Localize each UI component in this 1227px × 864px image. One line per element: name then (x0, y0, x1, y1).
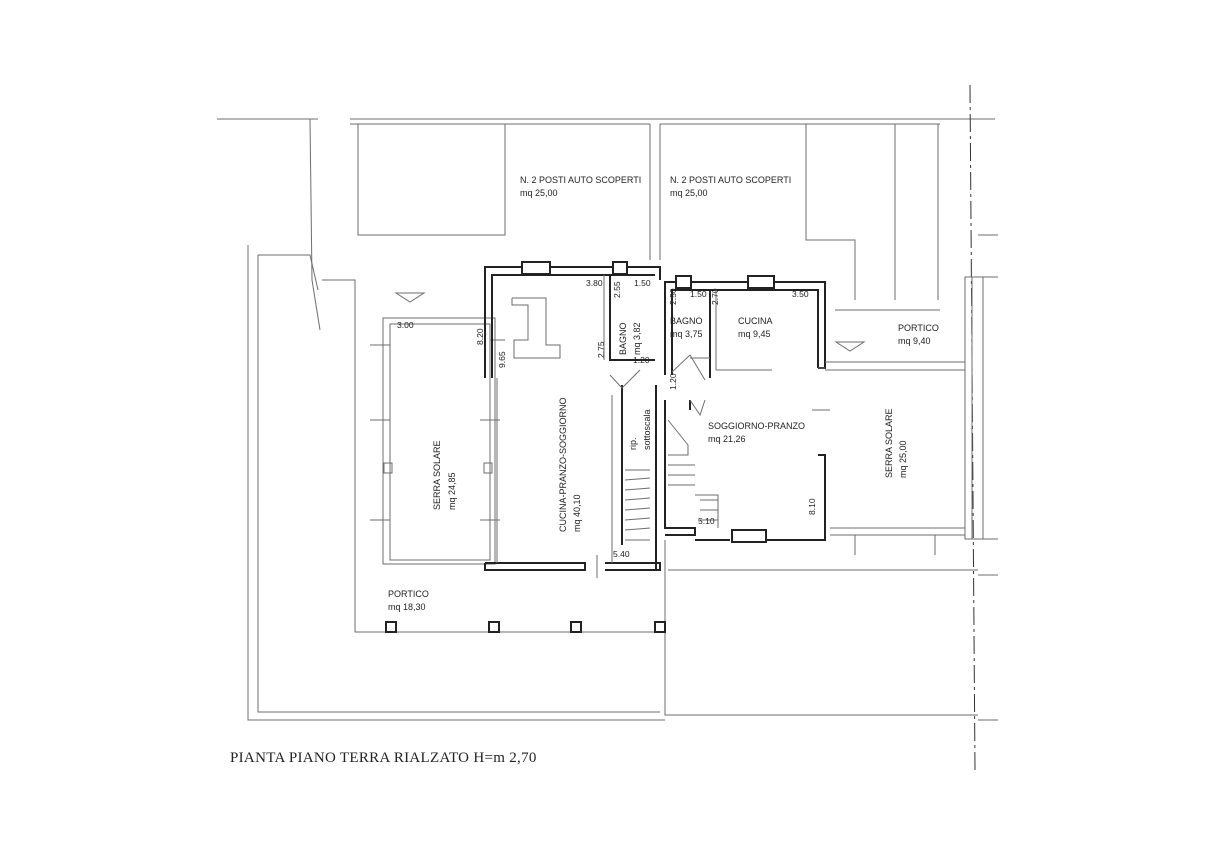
dim-5-40: 5.40 (613, 549, 630, 559)
dim-1-20-a: 1.20 (633, 355, 650, 365)
ripostiglio-sub: sottoscala (642, 409, 652, 450)
dim-2-70: 2.70 (710, 288, 720, 305)
dim-1-50-b: 1.50 (690, 289, 707, 299)
serra-left-frame (370, 292, 505, 565)
serra-left-name: SERRA SOLARE (432, 440, 442, 510)
cucina-name: CUCINA (738, 316, 773, 326)
cucina-pranzo-area: mq 40,10 (572, 494, 582, 532)
portico-left-area: mq 18,30 (388, 602, 426, 612)
serra-right-area: mq 25,00 (898, 440, 908, 478)
parking-right-name: N. 2 POSTI AUTO SCOPERTI (670, 175, 791, 185)
left-unit-walls (385, 261, 666, 633)
dim-5-10: 5.10 (698, 516, 715, 526)
dim-1-50-a: 1.50 (634, 278, 651, 288)
dim-8-20: 8.20 (475, 328, 485, 345)
dim-2-55: 2.55 (612, 281, 622, 298)
parking-left-name: N. 2 POSTI AUTO SCOPERTI (520, 175, 641, 185)
cucina-pranzo-name: CUCINA-PRANZO-SOGGIORNO (558, 397, 568, 532)
dim-2-50: 2.50 (668, 288, 678, 305)
bagno-right-name: BAGNO (670, 316, 703, 326)
portico-right-name: PORTICO (898, 323, 939, 333)
dim-3-80: 3.80 (586, 278, 603, 288)
bagno-left-area: mq 3,82 (632, 322, 642, 355)
portico-right-area: mq 9,40 (898, 336, 931, 346)
bagno-right-area: mq 3,75 (670, 329, 703, 339)
dim-2-75: 2.75 (596, 341, 606, 358)
labels: N. 2 POSTI AUTO SCOPERTI mq 25,00 N. 2 P… (388, 175, 939, 612)
soggiorno-area: mq 21,26 (708, 434, 746, 444)
bagno-left-name: BAGNO (618, 322, 628, 355)
dimensions: 3.00 8.20 9.65 3.80 2.55 1.50 2.75 1.20 … (397, 278, 817, 559)
dim-1-20-b: 1.20 (668, 373, 678, 390)
ripostiglio-name: rip. (628, 437, 638, 450)
soggiorno-name: SOGGIORNO-PRANZO (708, 421, 805, 431)
parking-left-area: mq 25,00 (520, 188, 558, 198)
dim-3-00: 3.00 (397, 320, 414, 330)
cucina-area: mq 9,45 (738, 329, 771, 339)
dim-9-65: 9.65 (497, 351, 507, 368)
serra-right-name: SERRA SOLARE (884, 408, 894, 478)
portico-left-name: PORTICO (388, 589, 429, 599)
right-unit-walls (664, 275, 830, 543)
serra-left-area: mq 24,85 (447, 472, 457, 510)
site-boundary (217, 84, 998, 771)
parking-right-area: mq 25,00 (670, 188, 708, 198)
dim-3-50: 3.50 (792, 289, 809, 299)
serra-right-frame (825, 276, 998, 555)
dim-8-10: 8.10 (807, 498, 817, 515)
drawing-title: PIANTA PIANO TERRA RIALZATO H=m 2,70 (230, 750, 537, 766)
